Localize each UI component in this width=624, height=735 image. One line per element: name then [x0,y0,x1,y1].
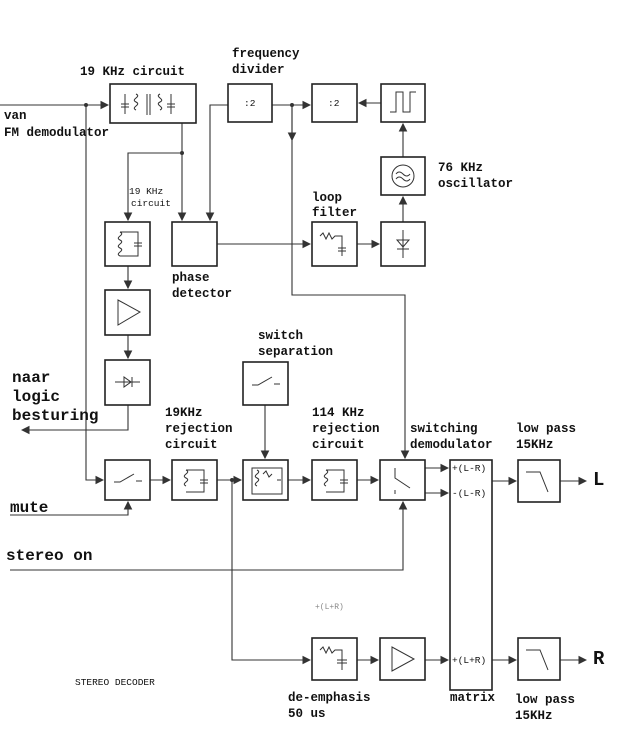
label-rej114-3: circuit [312,438,365,452]
label-logic-1: naar [12,369,51,387]
block-loop-filter [311,221,358,267]
label-input-fm: FM demodulator [4,126,110,140]
label-phase-2: detector [172,287,233,301]
label-rej19-2: rejection [165,422,233,436]
label-lpr-1: low pass [515,693,576,707]
label-osc-1: 76 KHz [438,161,484,175]
label-stereo-on: stereo on [6,547,93,565]
oscillator-icon [391,164,415,188]
label-loop-2: filter [312,206,358,220]
block-low-pass-l [517,459,561,503]
label-rej114-1: 114 KHz [312,406,365,420]
divider-ratio-2: :2 [328,98,340,109]
block-19khz-filter [104,221,151,267]
amplifier-icon [391,646,416,672]
label-lpl-1: low pass [516,422,577,436]
varicap-icon [395,230,411,258]
block-114khz-rejection [311,459,358,501]
block-switching-demodulator [379,459,426,501]
label-loop-1: loop [312,191,343,205]
label-osc-2: oscillator [438,177,514,191]
label-19k-small-1: 19 KHz [129,186,164,197]
lc-circuit-icon [117,231,142,257]
label-input-van: van [4,109,27,123]
block-switch-separation [242,361,289,406]
label-rej114-2: rejection [312,422,380,436]
label-phase-1: phase [172,271,210,285]
label-matrix: matrix [450,691,496,705]
label-freq-divider-2: divider [232,63,285,77]
label-sw-demod-1: switching [410,422,478,436]
square-wave-icon [390,91,416,113]
label-logic-3: besturing [12,407,99,425]
wires [0,98,588,665]
label-switch-sep-1: switch [258,329,304,343]
label-lpr-2: 15KHz [515,709,553,723]
diode-icon [115,376,140,388]
block-phase-detector [171,221,218,267]
label-mute: mute [10,499,49,517]
matrix-port-minus-lr: -(L-R) [452,488,487,499]
block-amplifier [104,289,151,336]
label-logic-2: logic [12,388,61,406]
amplifier-icon [117,299,142,326]
label-deemph-2: 50 us [288,707,326,721]
label-sw-demod-2: demodulator [410,438,493,452]
block-mute-switch [104,459,151,501]
switch-icon [114,473,142,483]
block-matrix [449,459,493,691]
diagram-title: STEREO DECODER [75,677,155,688]
block-amplifier-sum [379,637,426,681]
low-pass-icon [526,471,549,493]
label-rej19-1: 19KHz [165,406,203,420]
label-19khz-circuit: 19 KHz circuit [80,65,186,79]
label-rej19-3: circuit [165,438,218,452]
label-switch-sep-2: separation [258,345,334,359]
label-freq-divider-1: frequency [232,47,300,61]
label-sum: +(L+R) [315,603,344,612]
output-r: R [593,648,605,670]
low-pass-icon [526,649,549,671]
matrix-port-sum: +(L+R) [452,655,487,666]
output-l: L [593,469,605,491]
block-76khz-oscillator [380,156,426,196]
label-deemph-1: de-emphasis [288,691,371,705]
block-low-pass-r [517,637,561,681]
block-divider-2 [311,83,358,123]
block-divider-1 [227,83,273,123]
label-19k-small-2: circuit [131,198,171,209]
label-lpl-2: 15KHz [516,438,554,452]
rc-filter-icon [319,231,346,256]
block-19khz-rejection [171,459,218,501]
divider-ratio-1: :2 [244,98,256,109]
block-square-wave [380,83,426,123]
block-de-emphasis [311,637,358,681]
matrix-port-plus-lr: +(L-R) [452,463,487,474]
